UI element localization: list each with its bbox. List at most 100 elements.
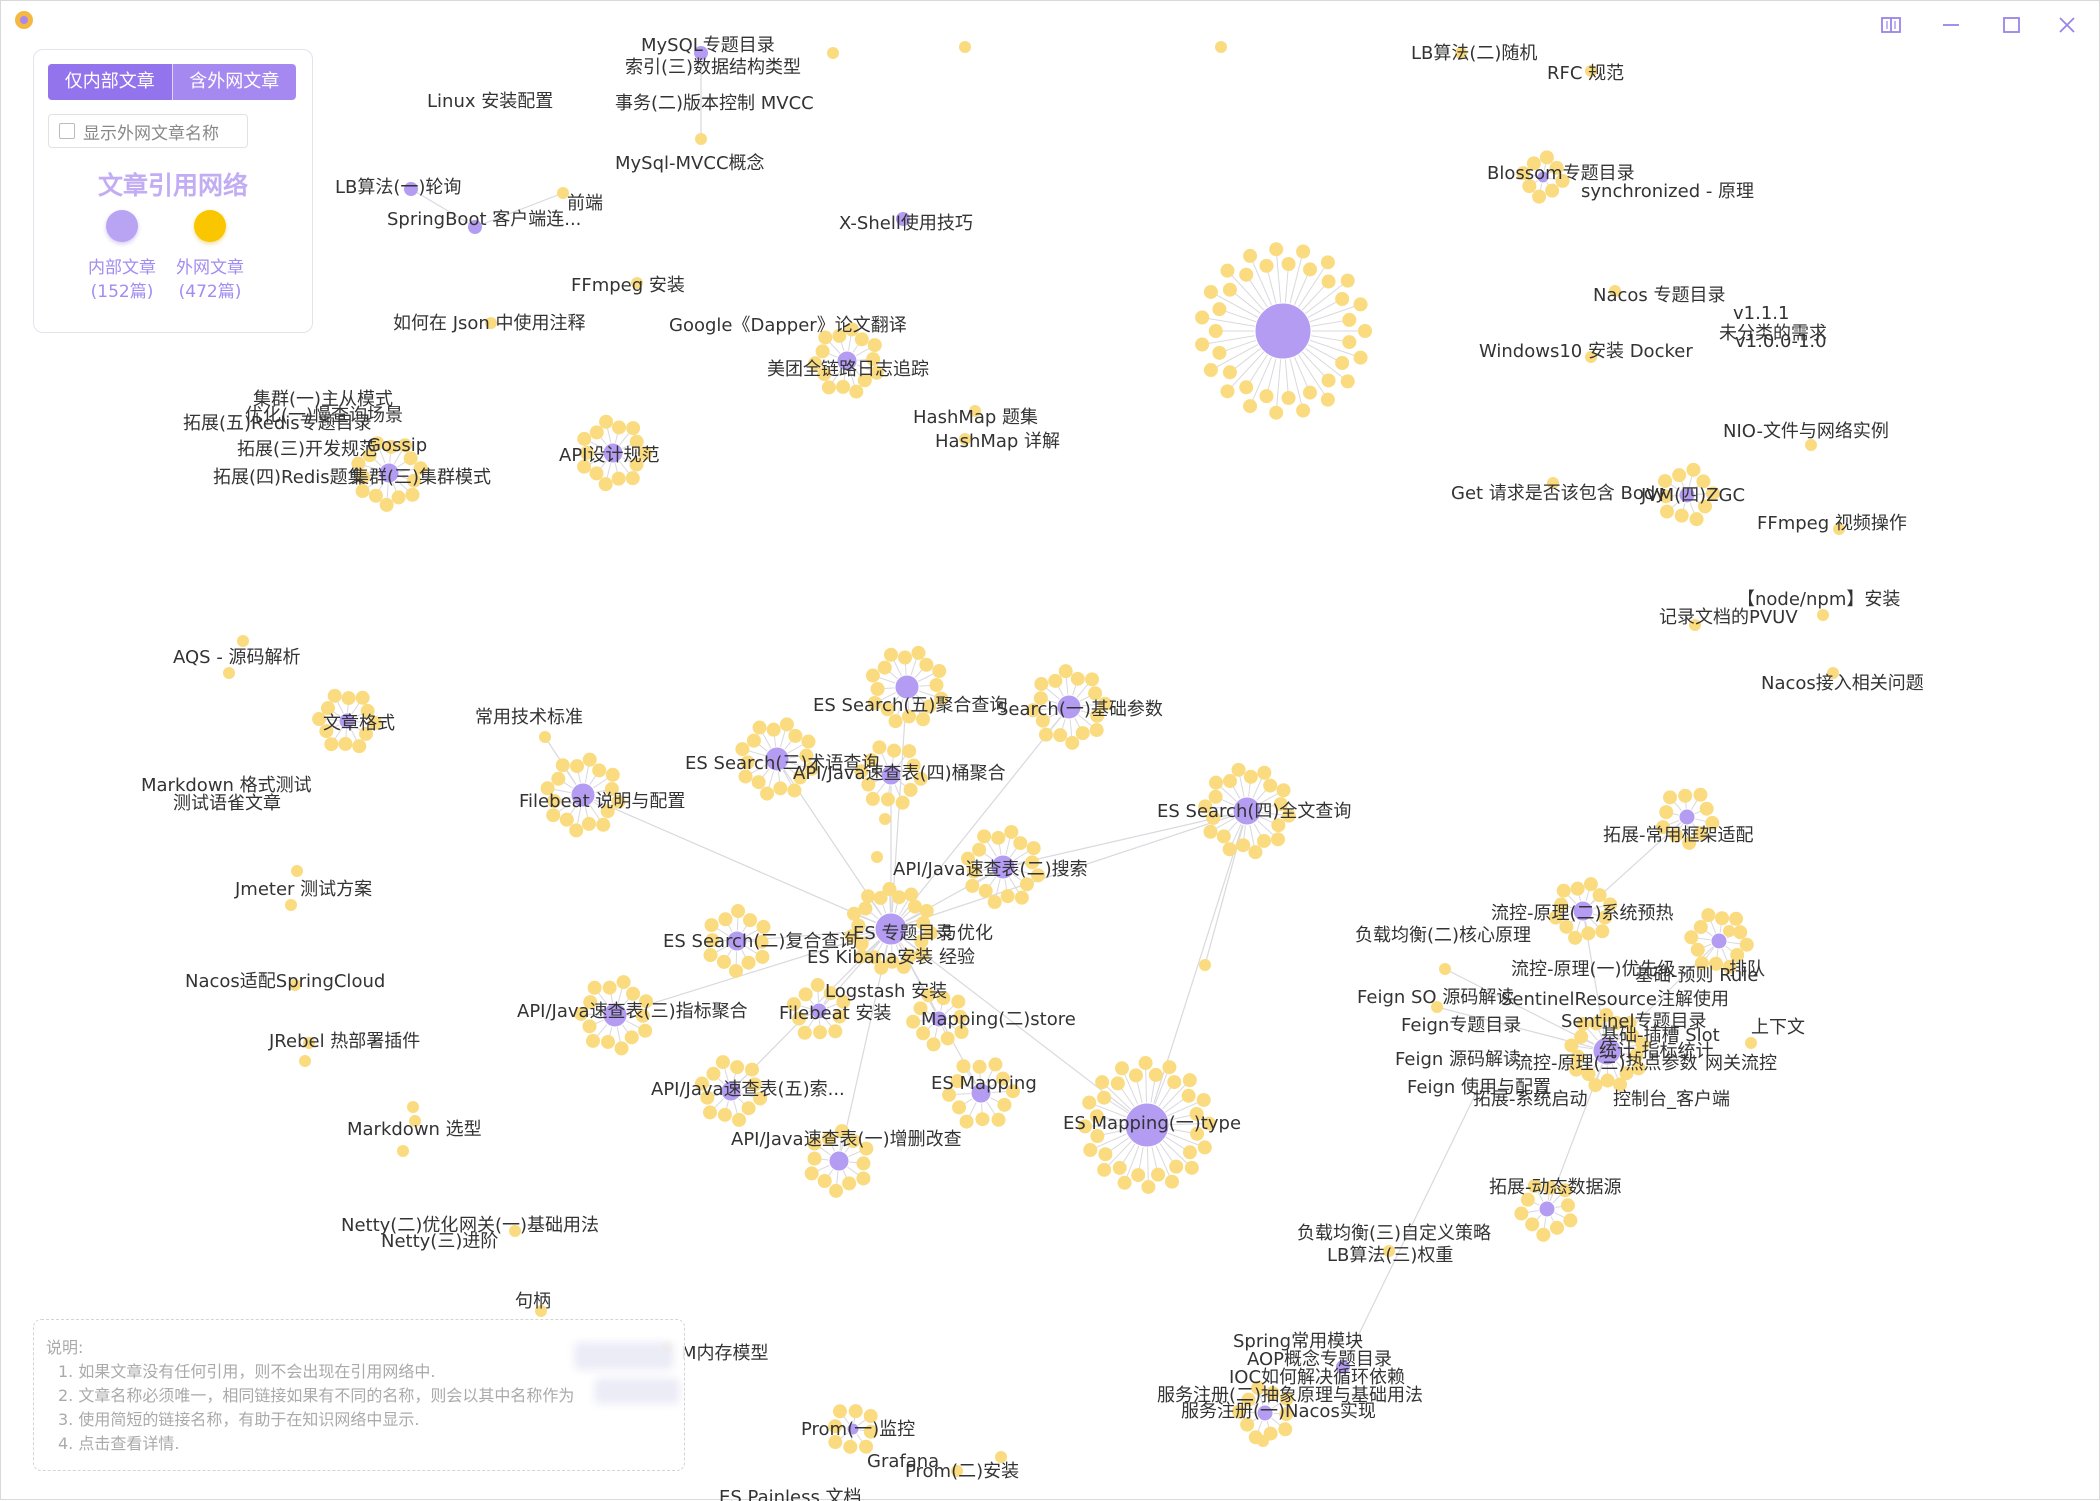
external-article-node[interactable] <box>1693 788 1707 802</box>
external-article-node[interactable] <box>1532 190 1546 204</box>
external-article-node[interactable] <box>397 1145 409 1157</box>
external-article-node[interactable] <box>1269 242 1283 256</box>
external-article-node[interactable] <box>1082 1096 1096 1110</box>
external-article-node[interactable] <box>1111 1076 1125 1090</box>
external-article-node[interactable] <box>1195 337 1209 351</box>
external-article-node[interactable] <box>979 884 993 898</box>
external-article-node[interactable] <box>1115 1061 1129 1075</box>
external-article-node[interactable] <box>1209 776 1223 790</box>
external-article-node[interactable] <box>1303 262 1317 276</box>
external-article-node[interactable] <box>1139 1056 1153 1070</box>
external-article-node[interactable] <box>1675 509 1689 523</box>
external-article-node[interactable] <box>849 1404 863 1418</box>
external-article-node[interactable] <box>1129 1068 1143 1082</box>
external-article-node[interactable] <box>369 489 383 503</box>
external-article-node[interactable] <box>1059 664 1073 678</box>
external-article-node[interactable] <box>1740 938 1754 952</box>
external-article-node[interactable] <box>973 1060 987 1074</box>
external-article-node[interactable] <box>997 1098 1011 1112</box>
external-article-node[interactable] <box>1118 1176 1132 1190</box>
external-article-node[interactable] <box>773 781 787 795</box>
external-article-node[interactable] <box>747 734 761 748</box>
book-icon[interactable] <box>1871 9 1911 41</box>
external-article-node[interactable] <box>911 646 925 660</box>
external-article-node[interactable] <box>1097 1163 1111 1177</box>
external-article-node[interactable] <box>1098 1147 1112 1161</box>
external-article-node[interactable] <box>1563 1213 1577 1227</box>
external-article-node[interactable] <box>717 955 731 969</box>
external-article-node[interactable] <box>1212 346 1226 360</box>
external-article-node[interactable] <box>1745 1037 1757 1049</box>
external-article-node[interactable] <box>959 41 971 53</box>
external-article-node[interactable] <box>1183 1073 1197 1087</box>
external-article-node[interactable] <box>811 978 825 992</box>
external-article-node[interactable] <box>1197 1093 1211 1107</box>
external-article-node[interactable] <box>1342 313 1356 327</box>
external-article-node[interactable] <box>866 792 880 806</box>
external-article-node[interactable] <box>1733 925 1747 939</box>
external-article-node[interactable] <box>612 472 626 486</box>
external-article-node[interactable] <box>582 817 596 831</box>
external-article-node[interactable] <box>1039 728 1053 742</box>
external-article-node[interactable] <box>1277 783 1291 797</box>
external-article-node[interactable] <box>842 1176 856 1190</box>
external-article-node[interactable] <box>780 717 794 731</box>
external-article-node[interactable] <box>829 1184 843 1198</box>
external-article-node[interactable] <box>1257 766 1271 780</box>
external-article-node[interactable] <box>1113 1161 1127 1175</box>
external-article-node[interactable] <box>1700 802 1714 816</box>
minimize-icon[interactable] <box>1931 9 1971 41</box>
external-article-node[interactable] <box>356 691 370 705</box>
external-article-node[interactable] <box>858 901 872 915</box>
external-article-node[interactable] <box>606 768 620 782</box>
external-article-node[interactable] <box>889 714 903 728</box>
external-article-node[interactable] <box>299 1055 311 1067</box>
external-article-node[interactable] <box>1083 1143 1097 1157</box>
external-article-node[interactable] <box>788 729 802 743</box>
external-article-node[interactable] <box>1660 505 1674 519</box>
external-article-node[interactable] <box>1167 1075 1181 1089</box>
external-article-node[interactable] <box>1321 393 1335 407</box>
external-article-node[interactable] <box>1659 805 1673 819</box>
external-article-node[interactable] <box>1358 324 1372 338</box>
external-article-node[interactable] <box>1199 959 1211 971</box>
external-article-node[interactable] <box>868 338 882 352</box>
external-article-node[interactable] <box>1001 889 1015 903</box>
external-article-node[interactable] <box>1296 403 1310 417</box>
external-article-node[interactable] <box>1215 41 1227 53</box>
external-article-node[interactable] <box>1076 726 1090 740</box>
external-article-node[interactable] <box>1691 943 1705 957</box>
external-article-node[interactable] <box>1536 1228 1550 1242</box>
external-article-node[interactable] <box>583 753 597 767</box>
external-article-node[interactable] <box>760 787 774 801</box>
external-article-node[interactable] <box>884 648 898 662</box>
external-article-node[interactable] <box>599 477 613 491</box>
external-article-node[interactable] <box>338 737 352 751</box>
external-article-node[interactable] <box>1053 728 1067 742</box>
external-article-node[interactable] <box>866 669 880 683</box>
external-article-node[interactable] <box>695 133 707 145</box>
external-article-node[interactable] <box>1243 399 1257 413</box>
external-article-node[interactable] <box>615 1041 629 1055</box>
external-article-node[interactable] <box>1341 374 1355 388</box>
external-article-node[interactable] <box>861 889 875 903</box>
external-article-node[interactable] <box>988 1057 1002 1071</box>
external-article-node[interactable] <box>716 1055 730 1069</box>
external-article-node[interactable] <box>879 813 891 825</box>
external-article-node[interactable] <box>1097 1091 1111 1105</box>
external-article-node[interactable] <box>380 498 394 512</box>
maximize-icon[interactable] <box>1991 9 2031 41</box>
external-article-node[interactable] <box>927 1037 941 1051</box>
external-article-node[interactable] <box>705 918 719 932</box>
external-article-node[interactable] <box>590 466 604 480</box>
external-article-node[interactable] <box>601 1035 615 1049</box>
external-article-node[interactable] <box>1220 384 1234 398</box>
external-article-node[interactable] <box>892 890 906 904</box>
internal-article-node[interactable] <box>1679 809 1695 825</box>
external-article-node[interactable] <box>1223 842 1237 856</box>
external-article-node[interactable] <box>1269 406 1283 420</box>
external-article-node[interactable] <box>787 783 801 797</box>
external-article-node[interactable] <box>730 1060 744 1074</box>
external-article-node[interactable] <box>805 1166 819 1180</box>
